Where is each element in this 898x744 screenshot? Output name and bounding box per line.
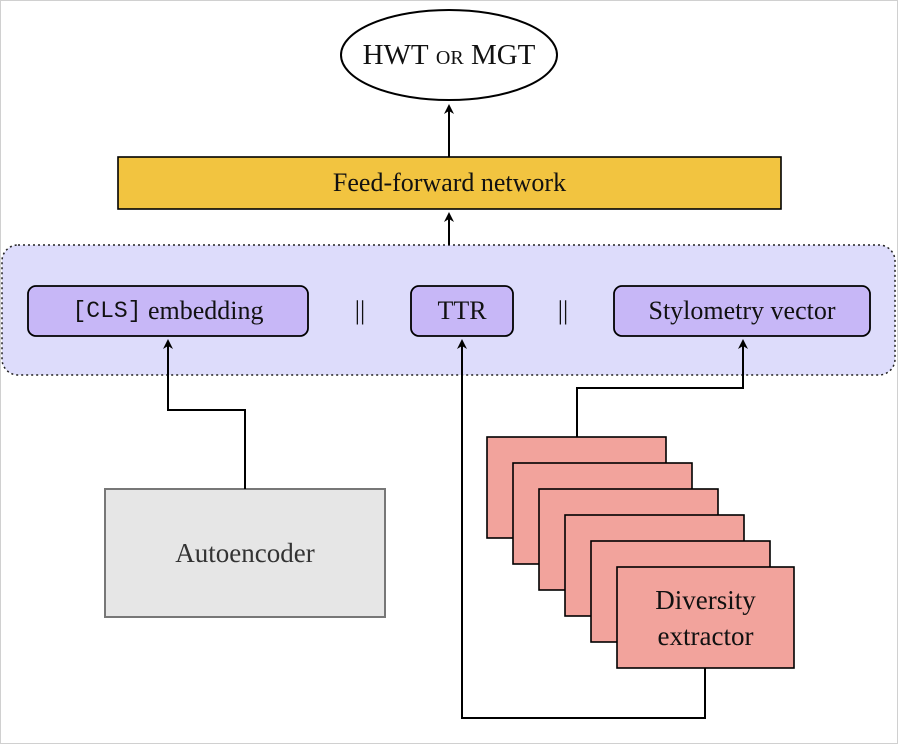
cls-embedding-label: [CLS] embedding bbox=[28, 286, 308, 336]
diversity-extractor-box bbox=[616, 566, 795, 669]
output-hwt: HWT bbox=[362, 38, 429, 71]
arrow-autoencoder-to-cls bbox=[163, 339, 246, 489]
output-or: or bbox=[435, 38, 464, 71]
autoencoder-box bbox=[104, 488, 386, 618]
ttr-label: TTR bbox=[437, 296, 487, 325]
arrow-extractor-to-ttr bbox=[457, 339, 706, 719]
cls-token: [CLS] bbox=[72, 298, 142, 324]
stylometry-label: Stylometry vector bbox=[648, 296, 836, 325]
output-label: HWT or MGT bbox=[341, 30, 557, 80]
diversity-extractor-label: Diversity extractor bbox=[617, 567, 794, 668]
extractor-line-1: Diversity bbox=[655, 584, 756, 615]
autoencoder-label: Autoencoder bbox=[175, 537, 315, 568]
extractor-line-2: extractor bbox=[657, 620, 754, 651]
ttr-box bbox=[410, 285, 514, 337]
concat-separator-2: || bbox=[557, 296, 569, 325]
cls-embedding-box bbox=[27, 285, 309, 337]
concat-separator-1: || bbox=[354, 296, 366, 325]
stylometry-box bbox=[613, 285, 871, 337]
arrow-extractor-to-stylometry bbox=[576, 339, 748, 437]
output-ellipse bbox=[340, 9, 558, 101]
cls-embedding-text: embedding bbox=[141, 296, 264, 325]
ffn-label: Feed-forward network bbox=[332, 168, 567, 197]
output-mgt: MGT bbox=[470, 38, 536, 71]
